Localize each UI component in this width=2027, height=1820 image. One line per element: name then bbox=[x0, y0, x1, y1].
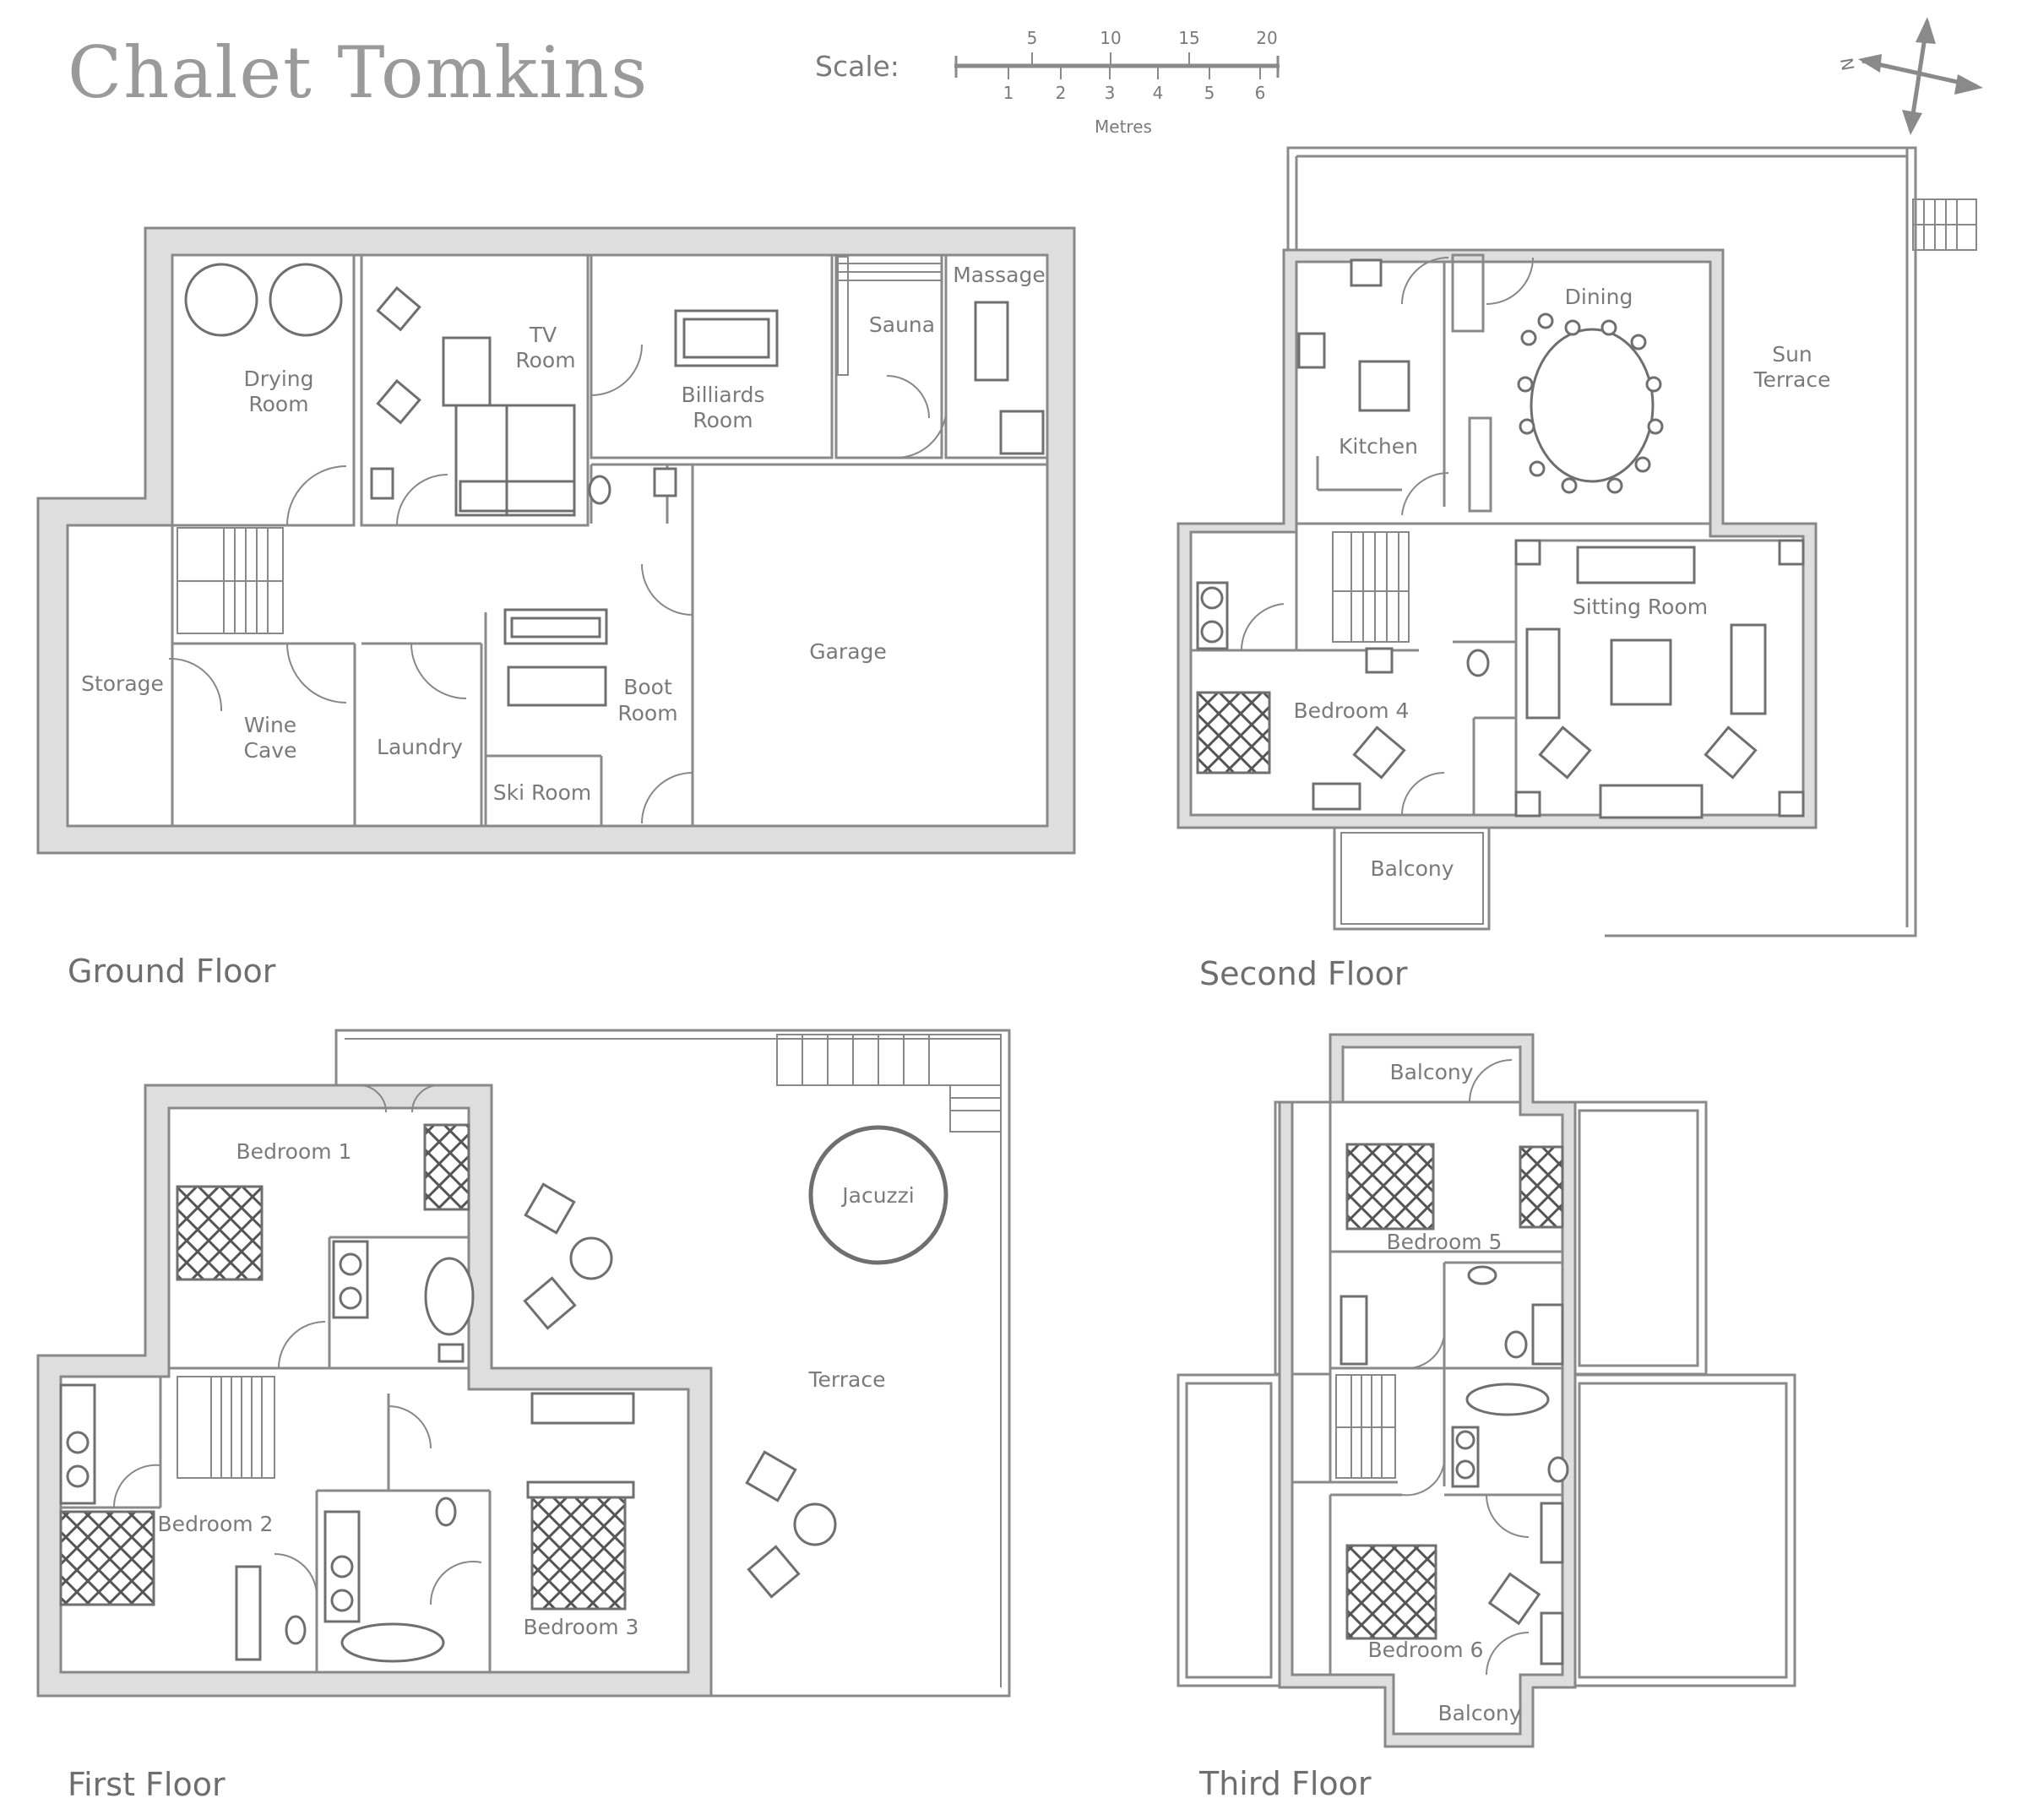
third-floor-plan: Balcony Bedroom 5 Bedroom 6 Balcony Thir… bbox=[1177, 1033, 1796, 1802]
room-label: TV bbox=[529, 323, 557, 347]
room-label: Room bbox=[248, 392, 308, 416]
room-label: Jacuzzi bbox=[840, 1183, 914, 1208]
compass-north-label: N bbox=[1836, 57, 1858, 73]
room-label: Ski Room bbox=[493, 780, 591, 805]
room-label: Balcony bbox=[1389, 1060, 1473, 1084]
scale-tick-bottom: 4 bbox=[1153, 83, 1164, 103]
ground-floor-plan: Drying Room TV Room Billiards Room Sauna… bbox=[36, 226, 1076, 990]
room-label: Bedroom 6 bbox=[1368, 1638, 1484, 1662]
room-label: Balcony bbox=[1437, 1701, 1521, 1725]
room-label: Bedroom 1 bbox=[236, 1139, 352, 1164]
scale-tick-bottom: 6 bbox=[1255, 83, 1266, 103]
room-label: Billiards bbox=[682, 383, 765, 407]
scale-tick-bottom: 3 bbox=[1105, 83, 1116, 103]
room-label: Cave bbox=[244, 738, 297, 763]
room-label: Garage bbox=[809, 639, 887, 664]
scale-tick-bottom: 5 bbox=[1204, 83, 1215, 103]
room-label: Room bbox=[693, 408, 753, 432]
scale-label: Scale: bbox=[815, 50, 899, 83]
scale-tick-top: 15 bbox=[1178, 28, 1199, 48]
room-label: Dining bbox=[1565, 285, 1633, 309]
room-label: Kitchen bbox=[1339, 434, 1418, 459]
floor-label: Ground Floor bbox=[68, 953, 276, 990]
room-label: Bedroom 4 bbox=[1294, 698, 1410, 723]
floor-label: Second Floor bbox=[1199, 955, 1408, 992]
room-label: Sitting Room bbox=[1573, 595, 1708, 619]
floor-label: Third Floor bbox=[1198, 1765, 1372, 1802]
room-label: Balcony bbox=[1370, 856, 1454, 881]
scale-tick-top: 20 bbox=[1256, 28, 1277, 48]
room-label: Wine bbox=[244, 713, 296, 737]
room-label: Boot bbox=[623, 675, 672, 699]
scale-tick-top: 10 bbox=[1100, 28, 1121, 48]
room-label: Drying bbox=[244, 367, 314, 391]
plan-title: Chalet Tomkins bbox=[68, 31, 649, 114]
scale-unit: Metres bbox=[1095, 117, 1152, 137]
room-label: Sun bbox=[1772, 342, 1812, 367]
room-label: Massage bbox=[953, 263, 1046, 287]
scale-bar: Scale: 5 10 15 20 1 2 3 4 5 6 Metres bbox=[815, 28, 1280, 137]
room-label: Bedroom 5 bbox=[1387, 1230, 1503, 1254]
room-label: Sauna bbox=[869, 312, 935, 337]
room-label: Bedroom 2 bbox=[158, 1512, 274, 1536]
room-label: Laundry bbox=[377, 735, 463, 759]
room-label: Room bbox=[515, 348, 575, 372]
room-label: Bedroom 3 bbox=[524, 1615, 639, 1639]
first-floor-plan: Bedroom 1 Bedroom 2 Bedroom 3 Jacuzzi Te… bbox=[36, 1029, 1011, 1803]
room-label: Terrace bbox=[808, 1367, 886, 1392]
compass-icon: N bbox=[1836, 17, 1983, 135]
scale-tick-bottom: 1 bbox=[1003, 83, 1014, 103]
floor-label: First Floor bbox=[68, 1766, 226, 1803]
scale-tick-bottom: 2 bbox=[1056, 83, 1067, 103]
scale-tick-top: 5 bbox=[1027, 28, 1038, 48]
room-label: Room bbox=[617, 701, 677, 725]
room-label: Storage bbox=[81, 671, 164, 696]
second-floor-plan: Dining Kitchen Sun Terrace Sitting Room … bbox=[1177, 146, 1977, 992]
room-label: Terrace bbox=[1753, 367, 1831, 392]
